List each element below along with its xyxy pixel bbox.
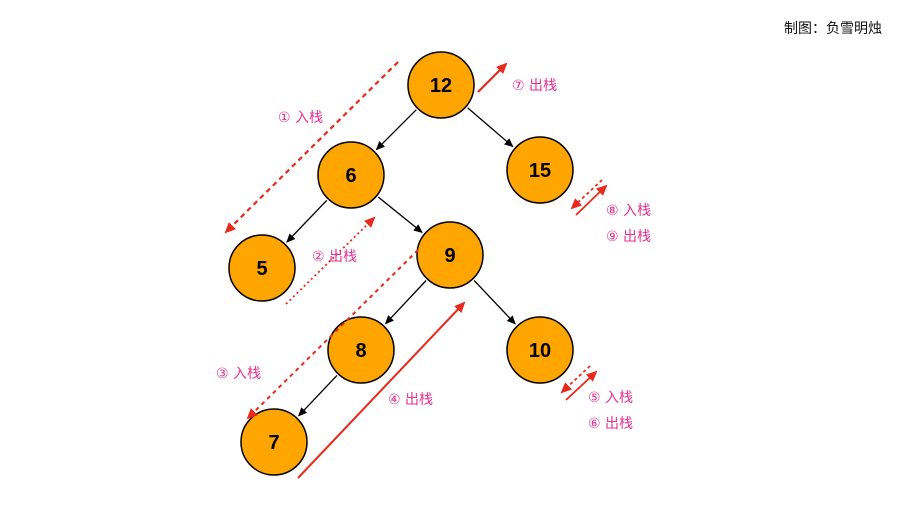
push-arrow-5 xyxy=(560,365,591,394)
annotation-8: ⑧ 入栈 xyxy=(606,203,651,219)
tree-node-6: 6 xyxy=(317,141,385,209)
annotation-6: ⑥ 出栈 xyxy=(588,416,633,432)
node-circle-9 xyxy=(416,221,484,289)
annotation-1: ① 入栈 xyxy=(278,110,323,126)
node-label-7: 7 xyxy=(268,432,279,454)
annotation-7: ⑦ 出栈 xyxy=(512,78,557,94)
node-circle-12 xyxy=(407,51,475,119)
annotation-3: ③ 入栈 xyxy=(216,366,261,382)
tree-edge-12-15 xyxy=(467,107,514,148)
pop-arrow-6 xyxy=(565,370,598,401)
tree-edge-9-10 xyxy=(473,279,516,325)
pop-arrow-9 xyxy=(575,184,608,216)
node-circle-8 xyxy=(327,316,395,384)
node-label-15: 15 xyxy=(529,160,551,182)
tree-node-15: 15 xyxy=(506,136,574,204)
tree-node-7: 7 xyxy=(240,408,308,476)
tree-node-8: 8 xyxy=(327,316,395,384)
tree-edge-6-5 xyxy=(286,199,328,243)
node-label-5: 5 xyxy=(256,258,267,280)
pop-arrow-7 xyxy=(477,62,508,93)
tree-edge-9-8 xyxy=(384,280,427,325)
node-label-9: 9 xyxy=(444,245,455,267)
node-label-6: 6 xyxy=(345,165,356,187)
annotation-5: ⑤ 入栈 xyxy=(588,390,633,406)
pop-arrow-4 xyxy=(297,301,466,479)
tree-edge-12-6 xyxy=(375,109,417,151)
pop-arrow-2 xyxy=(285,216,376,305)
node-circle-7 xyxy=(240,408,308,476)
node-label-10: 10 xyxy=(529,340,551,362)
tree-node-5: 5 xyxy=(228,234,296,302)
tree-edge-6-9 xyxy=(377,196,423,234)
traversal-arrows xyxy=(224,61,608,479)
author-credit: 制图：负雪明烛 xyxy=(784,21,882,37)
push-arrow-1 xyxy=(224,61,399,234)
annotation-labels: ① 入栈 ② 出栈 ③ 入栈 ④ 出栈 ⑤ 入栈 ⑥ 出栈 ⑦ 出栈 ⑧ 入栈 … xyxy=(216,78,651,432)
node-circle-15 xyxy=(506,136,574,204)
tree-nodes: 12 6 15 5 9 8 10 7 xyxy=(228,51,574,476)
node-label-8: 8 xyxy=(355,340,366,362)
tree-node-10: 10 xyxy=(506,316,574,384)
node-label-12: 12 xyxy=(430,75,452,97)
tree-edges xyxy=(286,107,516,417)
tree-node-12: 12 xyxy=(407,51,475,119)
node-circle-10 xyxy=(506,316,574,384)
tree-node-9: 9 xyxy=(416,221,484,289)
annotation-4: ④ 出栈 xyxy=(388,392,433,408)
node-circle-5 xyxy=(228,234,296,302)
tree-edge-8-7 xyxy=(298,374,338,417)
annotation-9: ⑨ 出栈 xyxy=(606,229,651,245)
annotation-2: ② 出栈 xyxy=(312,249,357,265)
node-circle-6 xyxy=(317,141,385,209)
